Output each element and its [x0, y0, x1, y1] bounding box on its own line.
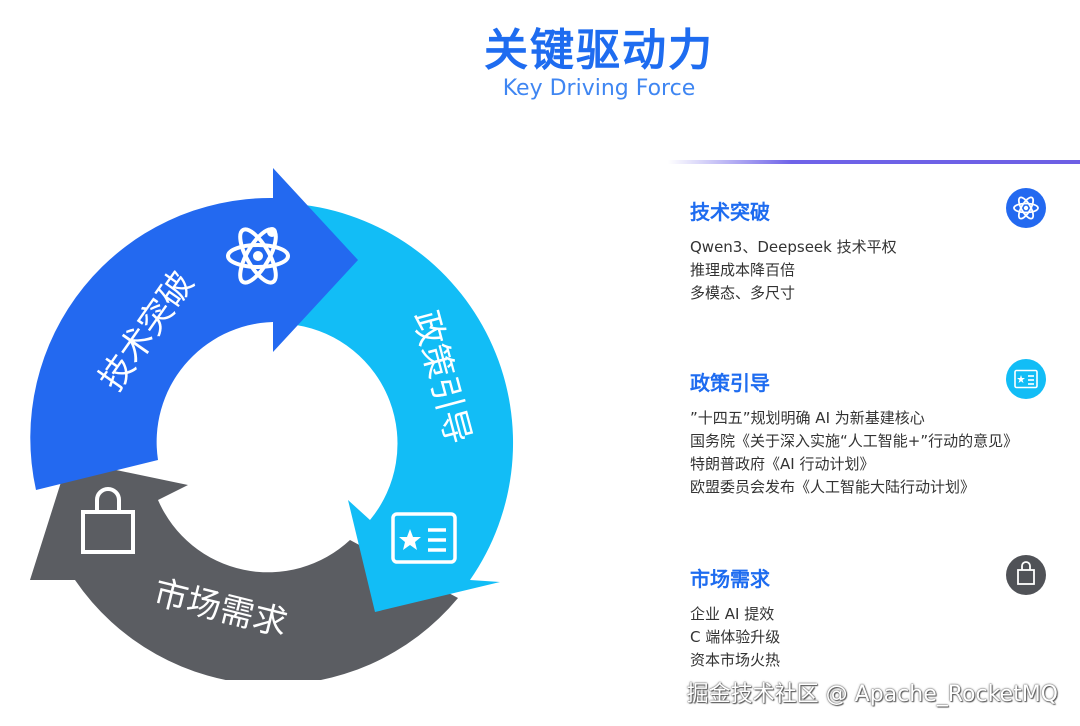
section-tech: 技术突破 Qwen3、Deepseek 技术平权 推理成本降百倍 多模态、多尺寸 — [690, 188, 1070, 302]
section-line: 多模态、多尺寸 — [690, 284, 796, 302]
atom-icon — [226, 227, 290, 285]
policy-document-icon — [1014, 369, 1038, 389]
cycle-segment-tech — [30, 168, 358, 490]
section-market: 市场需求 企业 AI 提效 C 端体验升级 资本市场火热 — [690, 555, 1070, 669]
section-line: 欧盟委员会发布《人工智能大陆行动计划》 — [690, 478, 976, 496]
section-line: 特朗普政府《AI 行动计划》 — [690, 455, 875, 473]
section-line: 推理成本降百倍 — [690, 261, 796, 279]
cycle-segment-policy — [296, 205, 514, 612]
policy-badge — [1006, 359, 1046, 399]
section-line: C 端体验升级 — [690, 628, 781, 646]
policy-document-icon — [391, 512, 457, 564]
section-line: ”十四五”规划明确 AI 为新基建核心 — [690, 409, 925, 427]
atom-icon — [1013, 196, 1039, 220]
section-lines: ”十四五”规划明确 AI 为新基建核心 国务院《关于深入实施“人工智能+”行动的… — [690, 407, 1018, 499]
watermark: 掘金技术社区 @ Apache_RocketMQ — [686, 682, 1058, 707]
section-policy: 政策引导 ”十四五”规划明确 AI 为新基建核心 国务院《关于深入实施“人工智能… — [690, 359, 1070, 496]
shopping-bag-icon — [1017, 561, 1035, 585]
section-title: 政策引导 — [690, 371, 770, 395]
section-line: Qwen3、Deepseek 技术平权 — [690, 238, 897, 256]
section-title: 技术突破 — [690, 200, 770, 224]
bag-badge — [1006, 555, 1046, 595]
section-lines: Qwen3、Deepseek 技术平权 推理成本降百倍 多模态、多尺寸 — [690, 236, 897, 305]
section-line: 国务院《关于深入实施“人工智能+”行动的意见》 — [690, 432, 1019, 450]
section-title: 市场需求 — [690, 567, 770, 591]
section-divider — [668, 160, 1080, 164]
section-lines: 企业 AI 提效 C 端体验升级 资本市场火热 — [690, 603, 780, 672]
shopping-bag-icon — [81, 487, 135, 554]
page-subtitle: Key Driving Force — [502, 76, 696, 101]
driving-force-cycle: 技术突破 政策引导 市场需求 — [30, 168, 514, 680]
page-title: 关键驱动力 — [484, 25, 714, 76]
cycle-segment-market — [30, 460, 458, 680]
section-line: 企业 AI 提效 — [690, 605, 775, 623]
section-line: 资本市场火热 — [690, 651, 781, 669]
atom-badge — [1006, 188, 1046, 228]
